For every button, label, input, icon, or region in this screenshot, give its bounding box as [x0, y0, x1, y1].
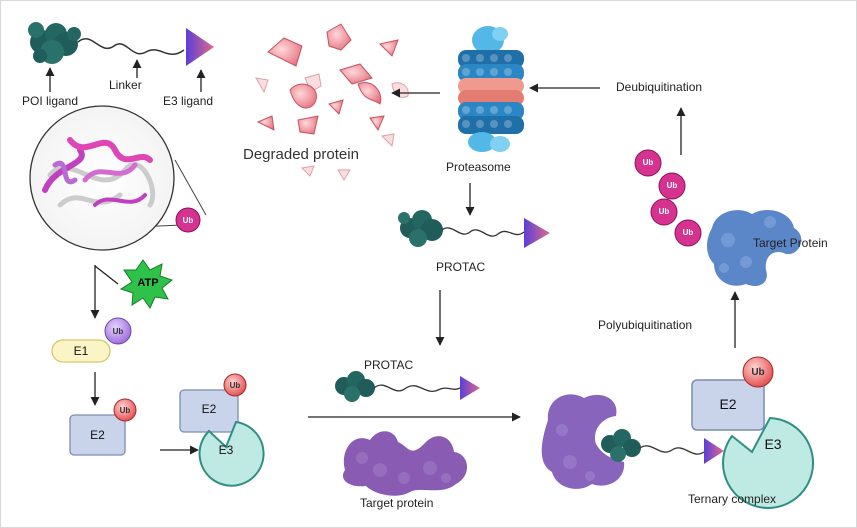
atp-text: ATP	[137, 277, 159, 289]
e3-ligase-shape	[198, 420, 265, 487]
protein-ribbon-icon	[42, 137, 156, 208]
ternary-target-protein-shape	[541, 394, 625, 489]
target-protein-right-label: Target Protein	[753, 236, 828, 250]
ub-on-e2-icon	[113, 398, 137, 422]
ternary-e2-shape	[691, 379, 765, 431]
poi-ligand-label: POI ligand	[22, 94, 79, 108]
ub-on-e2-complex-icon	[223, 373, 247, 397]
ternary-e3-shape	[722, 416, 814, 509]
proteasome-label: Proteasome	[446, 160, 511, 174]
ub-on-e1-icon	[104, 317, 132, 345]
e3-ligand-label: E3 ligand	[163, 94, 214, 108]
protac-low-linker	[373, 384, 461, 392]
target-protein-shape	[342, 431, 468, 496]
protac-low-label: PROTAC	[364, 358, 414, 372]
linker-wire	[77, 38, 185, 55]
deubiquitination-label: Deubiquitination	[616, 80, 703, 94]
poi-ligand-icon	[28, 22, 81, 64]
linker-label: Linker	[109, 78, 142, 92]
ub-chip-zoom	[175, 207, 201, 233]
ub-chain-icons	[634, 149, 702, 247]
ub-e2-text: Ub	[119, 406, 131, 415]
protac-mid-label: PROTAC	[436, 260, 486, 274]
target-protein-blue-shape	[707, 209, 802, 287]
protac-mid-e3-ligand	[524, 218, 550, 248]
e1-text: E1	[73, 344, 89, 358]
ub-chain-text-4: Ub	[642, 158, 654, 167]
atp-burst-icon	[119, 259, 174, 310]
ternary-ub-text: Ub	[751, 367, 765, 378]
ternary-poi-icon	[601, 429, 641, 462]
ternary-e3-text: E3	[764, 436, 782, 452]
target-protein-label: Target protein	[360, 496, 434, 510]
ub-chain-text-1: Ub	[682, 228, 694, 237]
ternary-linker	[639, 445, 705, 455]
protac-low-poi-icon	[335, 371, 375, 402]
ternary-ub-icon	[742, 356, 774, 388]
ub-e2-complex-text: Ub	[229, 381, 241, 390]
ub-chain-text-3: Ub	[666, 181, 678, 190]
polyubiquitination-label: Polyubiquitination	[598, 318, 693, 332]
ub-zoom-text: Ub	[182, 216, 194, 225]
ub-e1-text: Ub	[112, 327, 124, 336]
protac-mid-linker	[441, 227, 525, 237]
e3-text: E3	[218, 443, 234, 457]
e2-text: E2	[90, 428, 105, 442]
ternary-e2-text: E2	[719, 396, 737, 412]
ub-chain-text-2: Ub	[658, 207, 670, 216]
degraded-protein-label: Degraded protein	[243, 146, 359, 163]
protac-mid-poi-icon	[398, 210, 443, 247]
e2-complex-text: E2	[201, 402, 217, 416]
e2-enzyme-shape	[69, 414, 126, 456]
ternary-complex-label: Ternary complex	[688, 492, 777, 506]
ternary-e3-ligand	[704, 438, 724, 464]
e1-enzyme-shape	[51, 339, 111, 363]
proteasome-icon	[458, 26, 524, 152]
atp-branch-line	[94, 265, 119, 285]
target-protein-texture	[356, 452, 451, 484]
e3-ligand-icon	[186, 28, 214, 66]
protac-low-e3-ligand	[460, 376, 480, 400]
zoom-line-top	[174, 159, 207, 216]
